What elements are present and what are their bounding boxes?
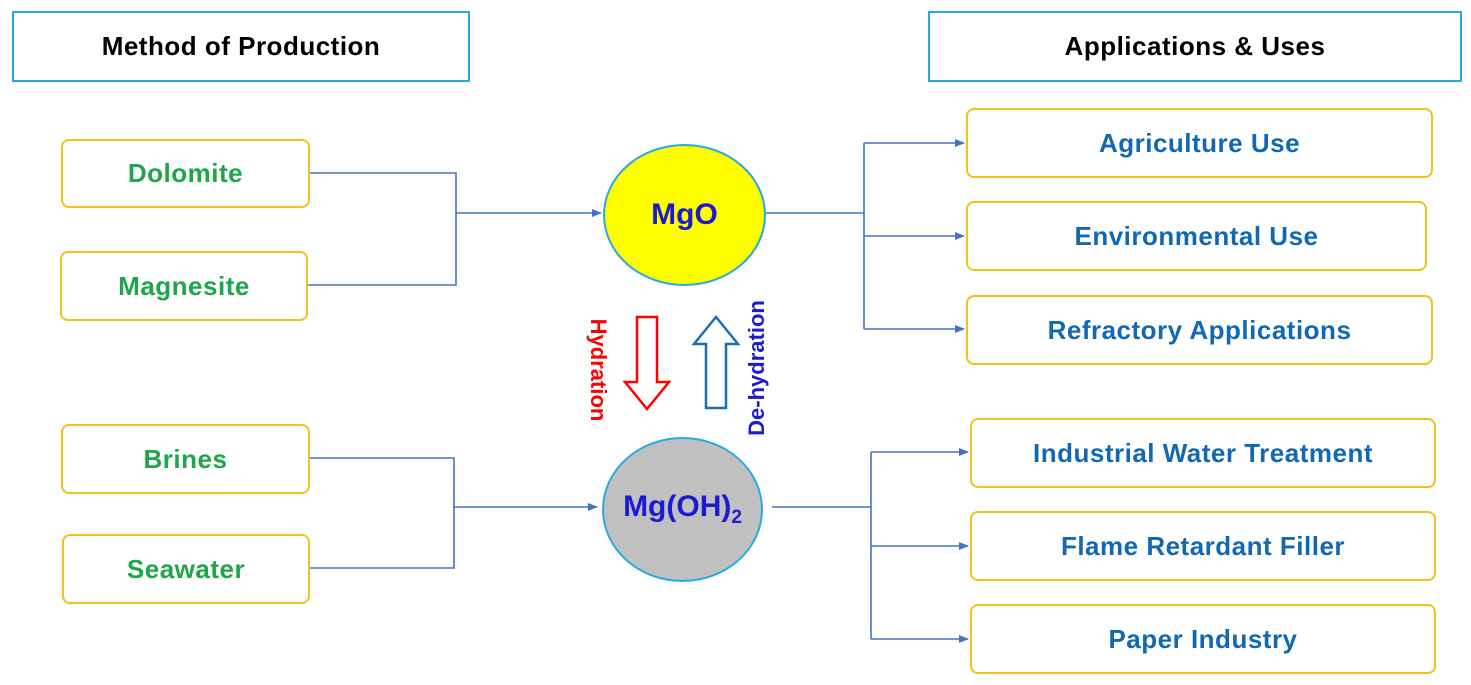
connector-seawater — [310, 507, 455, 569]
mgo-label: MgO — [651, 198, 718, 231]
application-flame-retardant: Flame Retardant Filler — [970, 511, 1436, 581]
mgoh2-node: Mg(OH)2 — [602, 437, 763, 582]
mgoh2-label-subscript: 2 — [731, 507, 742, 528]
application-refractory: Refractory Applications — [966, 295, 1433, 365]
source-brines: Brines — [61, 424, 310, 494]
source-dolomite: Dolomite — [61, 139, 310, 208]
mgo-node: MgO — [603, 144, 766, 286]
applications-header: Applications & Uses — [928, 11, 1462, 82]
mgoh2-label: Mg(OH)2 — [623, 490, 742, 529]
application-water-treatment: Industrial Water Treatment — [970, 418, 1436, 488]
application-environmental: Environmental Use — [966, 201, 1427, 271]
source-seawater: Seawater — [62, 534, 310, 604]
dehydration-label: De-hydration — [744, 300, 769, 436]
source-magnesite: Magnesite — [60, 251, 308, 321]
connector-brines — [310, 457, 455, 507]
connector-magnesite — [308, 213, 457, 286]
mgoh2-label-main: Mg(OH) — [623, 490, 732, 523]
dehydration-arrow — [691, 315, 741, 410]
connector-dolomite — [310, 172, 457, 213]
application-paper: Paper Industry — [970, 604, 1436, 674]
hydration-label: Hydration — [586, 318, 611, 422]
hydration-arrow — [622, 315, 672, 411]
production-header: Method of Production — [12, 11, 470, 82]
application-agriculture: Agriculture Use — [966, 108, 1433, 178]
